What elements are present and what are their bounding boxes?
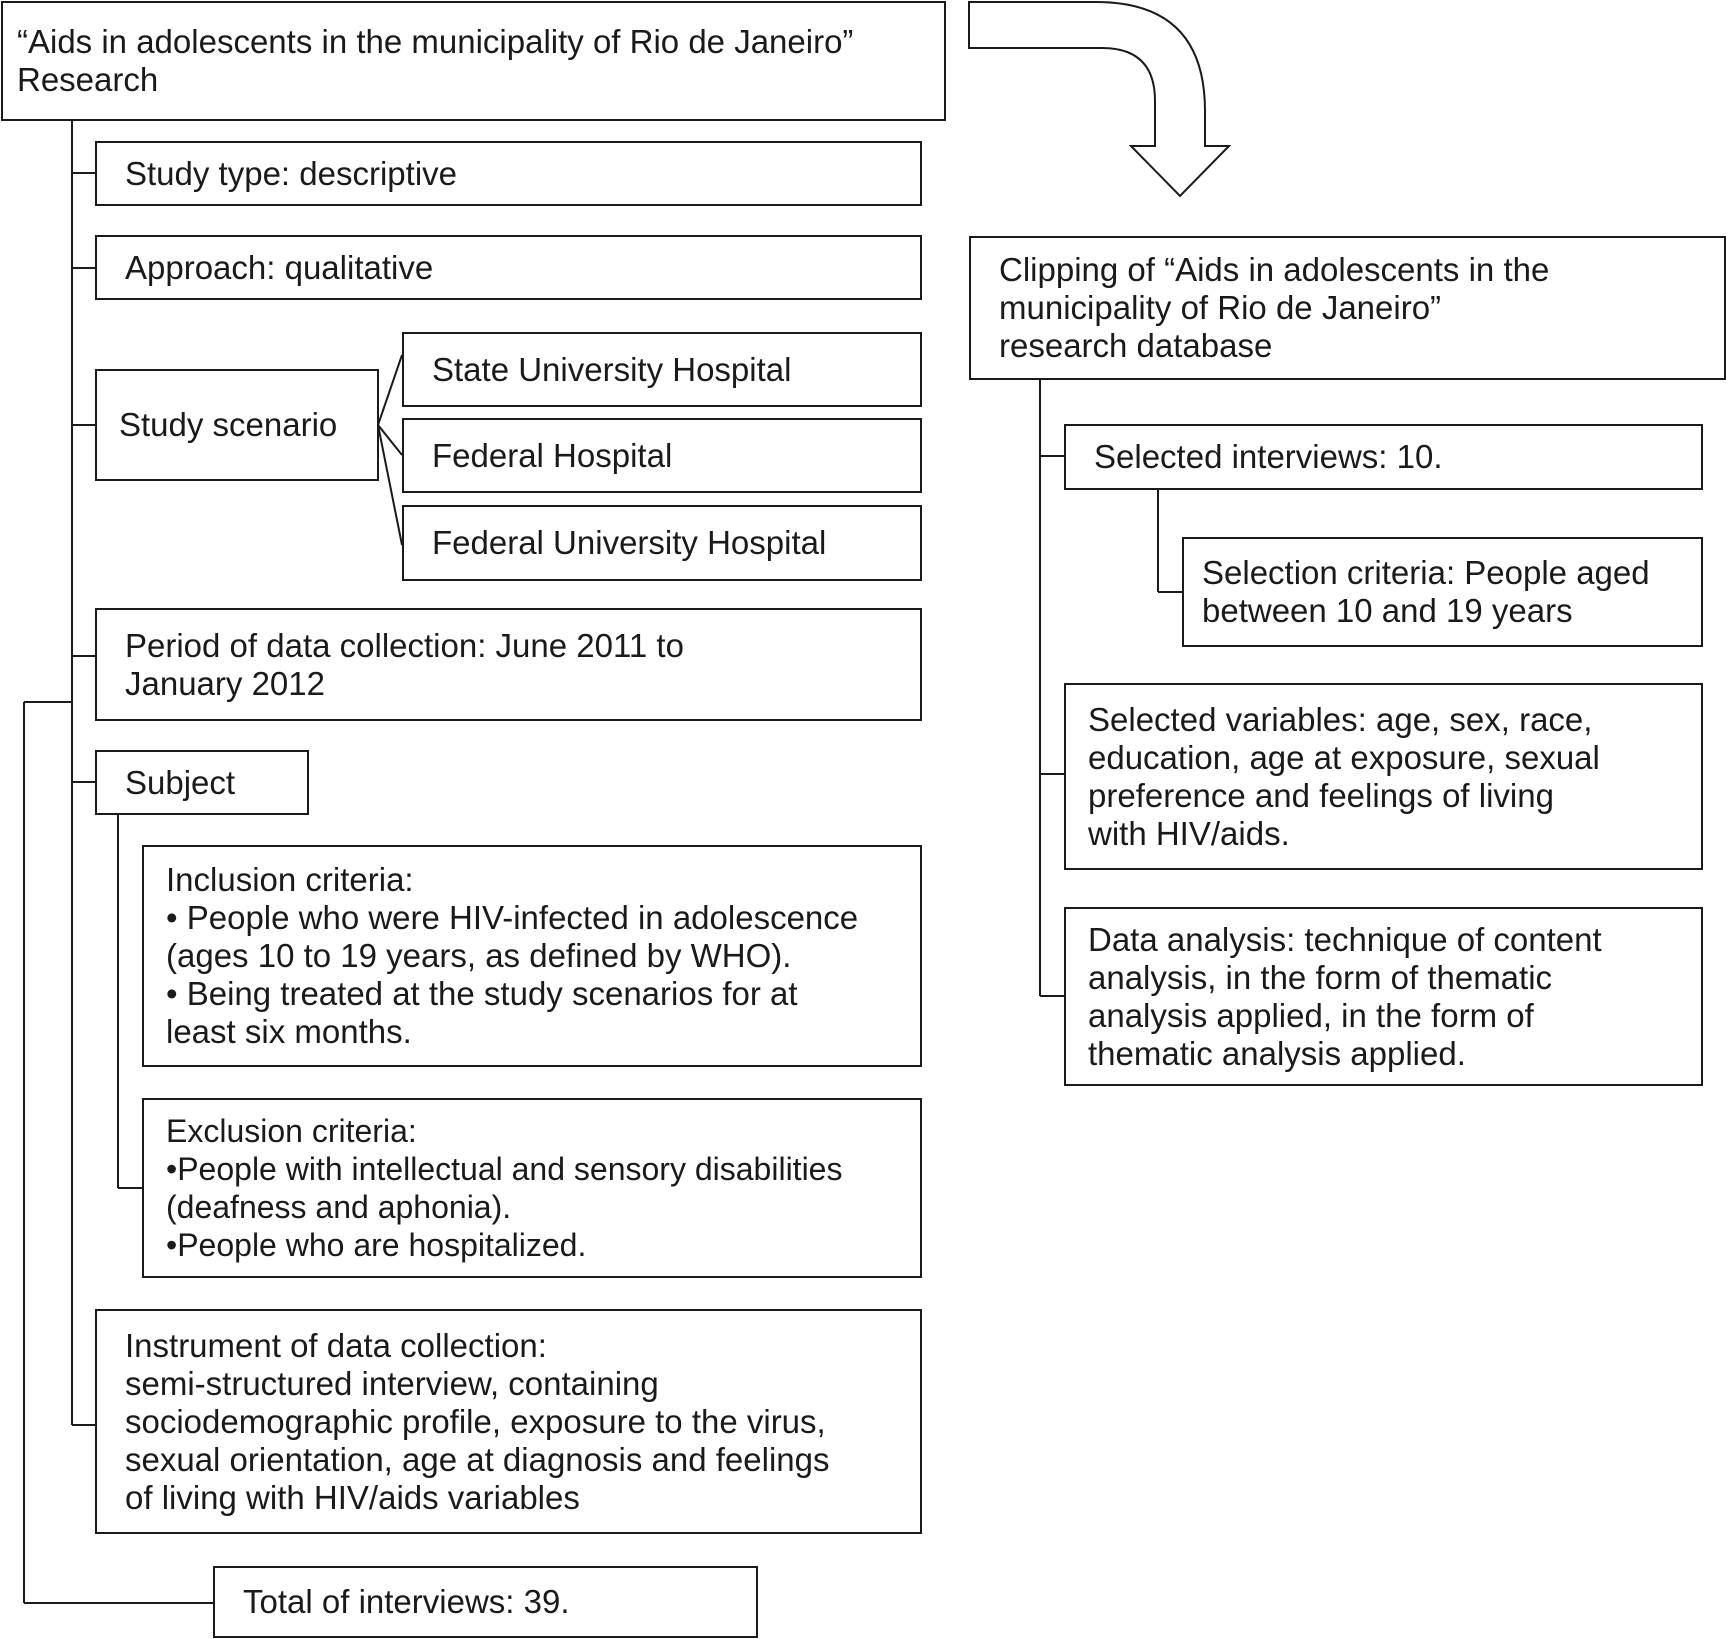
selected-variables-box: Selected variables: age, sex, race, educ… bbox=[1064, 683, 1703, 870]
selected-variables-line: preference and feelings of living bbox=[1088, 776, 1554, 814]
clipping-box: Clipping of “Aids in adolescents in the … bbox=[969, 236, 1726, 380]
study-scenario-box: Study scenario bbox=[95, 369, 379, 481]
exclusion-heading: Exclusion criteria: bbox=[166, 1113, 417, 1149]
exclusion-line: •People with intellectual and sensory di… bbox=[166, 1151, 843, 1187]
clipping-line: municipality of Rio de Janeiro” bbox=[999, 289, 1442, 326]
inclusion-line: • Being treated at the study scenarios f… bbox=[166, 975, 798, 1012]
instrument-line: semi-structured interview, containing bbox=[125, 1364, 659, 1402]
data-analysis-box: Data analysis: technique of content anal… bbox=[1064, 907, 1703, 1086]
selection-criteria-line: between 10 and 19 years bbox=[1202, 592, 1573, 629]
instrument-line: of living with HIV/aids variables bbox=[125, 1478, 580, 1516]
inclusion-criteria-box: Inclusion criteria: • People who were HI… bbox=[142, 845, 922, 1067]
selected-variables-line: Selected variables: age, sex, race, bbox=[1088, 700, 1593, 738]
selected-interviews-box: Selected interviews: 10. bbox=[1064, 424, 1703, 490]
total-interviews-text: Total of interviews: 39. bbox=[243, 1583, 570, 1620]
study-type-box: Study type: descriptive bbox=[95, 141, 922, 206]
research-title-line2: Research bbox=[17, 61, 159, 98]
selection-criteria-box: Selection criteria: People aged between … bbox=[1182, 537, 1703, 647]
inclusion-line: • People who were HIV-infected in adoles… bbox=[166, 899, 859, 936]
hospital-name: Federal University Hospital bbox=[432, 524, 827, 561]
approach-text: Approach: qualitative bbox=[125, 248, 434, 286]
total-interviews-box: Total of interviews: 39. bbox=[213, 1566, 758, 1638]
data-analysis-line: analysis applied, in the form of bbox=[1088, 996, 1534, 1034]
hospital-box-state-university: State University Hospital bbox=[402, 332, 922, 407]
approach-box: Approach: qualitative bbox=[95, 235, 922, 300]
hospital-name: State University Hospital bbox=[432, 350, 792, 388]
hospital-box-federal-university: Federal University Hospital bbox=[402, 505, 922, 581]
exclusion-criteria-box: Exclusion criteria: •People with intelle… bbox=[142, 1098, 922, 1278]
data-analysis-line: thematic analysis applied. bbox=[1088, 1034, 1466, 1072]
hospital-name: Federal Hospital bbox=[432, 436, 673, 474]
inclusion-heading: Inclusion criteria: bbox=[166, 861, 414, 898]
instrument-box: Instrument of data collection: semi-stru… bbox=[95, 1309, 922, 1534]
inclusion-line: (ages 10 to 19 years, as defined by WHO)… bbox=[166, 937, 792, 974]
selection-criteria-line: Selection criteria: People aged bbox=[1202, 554, 1650, 591]
study-scenario-label: Study scenario bbox=[119, 406, 338, 443]
research-title-line1: “Aids in adolescents in the municipality… bbox=[17, 23, 854, 60]
selected-variables-line: with HIV/aids. bbox=[1088, 814, 1290, 852]
study-type-text: Study type: descriptive bbox=[125, 154, 457, 192]
data-analysis-line: Data analysis: technique of content bbox=[1088, 920, 1602, 958]
subject-label: Subject bbox=[125, 763, 236, 801]
selected-interviews-text: Selected interviews: 10. bbox=[1094, 438, 1443, 475]
instrument-heading: Instrument of data collection: bbox=[125, 1326, 547, 1364]
research-title-box: “Aids in adolescents in the municipality… bbox=[1, 1, 946, 121]
data-analysis-line: analysis, in the form of thematic bbox=[1088, 958, 1553, 996]
exclusion-line: (deafness and aphonia). bbox=[166, 1189, 512, 1225]
subject-box: Subject bbox=[95, 750, 309, 815]
clipping-line: Clipping of “Aids in adolescents in the bbox=[999, 251, 1550, 288]
down-arrow-icon bbox=[968, 1, 1232, 198]
instrument-line: sexual orientation, age at diagnosis and… bbox=[125, 1440, 830, 1478]
period-box: Period of data collection: June 2011 to … bbox=[95, 608, 922, 721]
hospital-box-federal: Federal Hospital bbox=[402, 418, 922, 493]
clipping-line: research database bbox=[999, 327, 1273, 364]
inclusion-line: least six months. bbox=[166, 1013, 412, 1050]
instrument-line: sociodemographic profile, exposure to th… bbox=[125, 1402, 826, 1440]
period-line1: Period of data collection: June 2011 to bbox=[125, 626, 684, 664]
period-line2: January 2012 bbox=[125, 664, 325, 702]
selected-variables-line: education, age at exposure, sexual bbox=[1088, 738, 1600, 776]
exclusion-line: •People who are hospitalized. bbox=[166, 1227, 587, 1263]
